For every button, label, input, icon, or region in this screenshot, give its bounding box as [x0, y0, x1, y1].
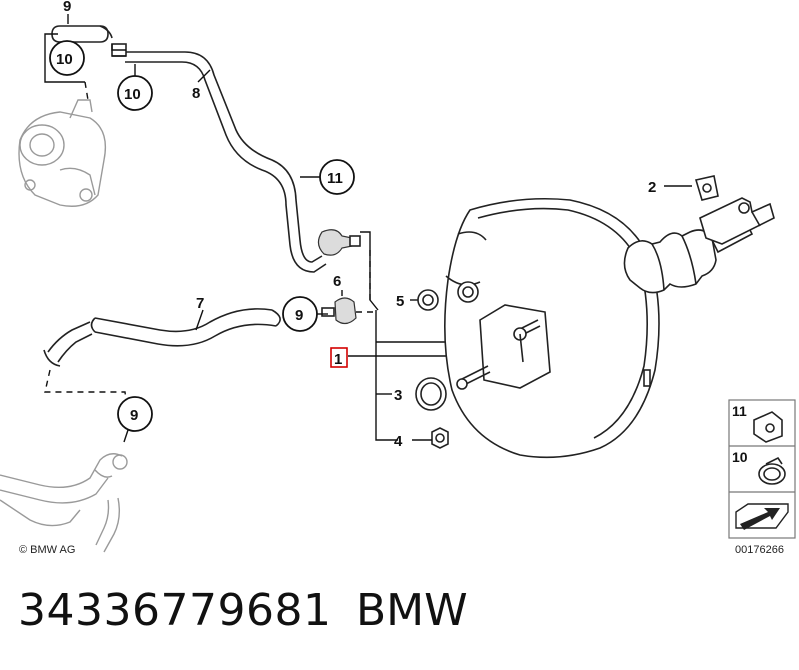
legend-label-10: 10: [732, 449, 748, 465]
callout-circle-11: [319, 159, 355, 195]
dash-left-down: [84, 81, 89, 101]
seal-3: [415, 377, 447, 411]
hose-8: [111, 43, 327, 273]
callout-circle-9-mid: [282, 296, 318, 332]
callout-1: 1: [334, 351, 342, 368]
drawing-code: 00176266: [735, 544, 784, 556]
arrow-icon: [735, 503, 789, 530]
clamp-icon: [753, 411, 783, 443]
vacuum-pump: [18, 99, 107, 207]
nut-5: [417, 289, 439, 311]
callout-7: 7: [196, 295, 204, 312]
callout-3: 3: [394, 387, 402, 404]
valve-6: [321, 297, 357, 325]
clip-2: [694, 175, 719, 201]
callout-10b: 10: [124, 86, 141, 103]
leader-9-low: [123, 429, 129, 443]
bracket-right-top: [360, 231, 379, 311]
callout-circle-10a: [49, 40, 85, 76]
callout-circle-9-low: [117, 396, 153, 432]
callout-circle-10b: [117, 75, 153, 111]
callout-9-mid: 9: [295, 307, 303, 324]
callout-10a: 10: [56, 51, 73, 68]
legend-label-11: 11: [732, 403, 747, 419]
dash-hose7-down: [44, 369, 127, 401]
hose-7: [43, 308, 281, 367]
check-valve: [317, 229, 361, 256]
nut-4: [431, 427, 449, 449]
callout-11: 11: [327, 170, 343, 187]
part-number: 34336779681: [18, 585, 332, 636]
leader-8: [197, 69, 211, 83]
legend-box: 11 10: [728, 399, 796, 539]
callout-4: 4: [394, 433, 403, 450]
callout-5: 5: [396, 293, 404, 310]
copyright: © BMW AG: [19, 544, 75, 556]
leader-bracket-left: [44, 33, 85, 83]
brand-name: BMW: [356, 585, 468, 636]
hose-top-9: [51, 25, 113, 43]
callout-8: 8: [192, 85, 200, 102]
clevis-fork: [699, 197, 775, 245]
callout-2: 2: [648, 179, 656, 196]
brake-booster: [444, 197, 660, 459]
hose-clamp-icon: [758, 456, 786, 485]
callout-1-highlight: [330, 347, 348, 368]
leader-7: [195, 309, 204, 331]
callout-6: 6: [333, 273, 341, 290]
intake-pipes: [0, 453, 128, 553]
callout-9-low: 9: [130, 407, 138, 424]
bracket-main: [375, 310, 398, 441]
callout-9-top: 9: [63, 0, 71, 15]
